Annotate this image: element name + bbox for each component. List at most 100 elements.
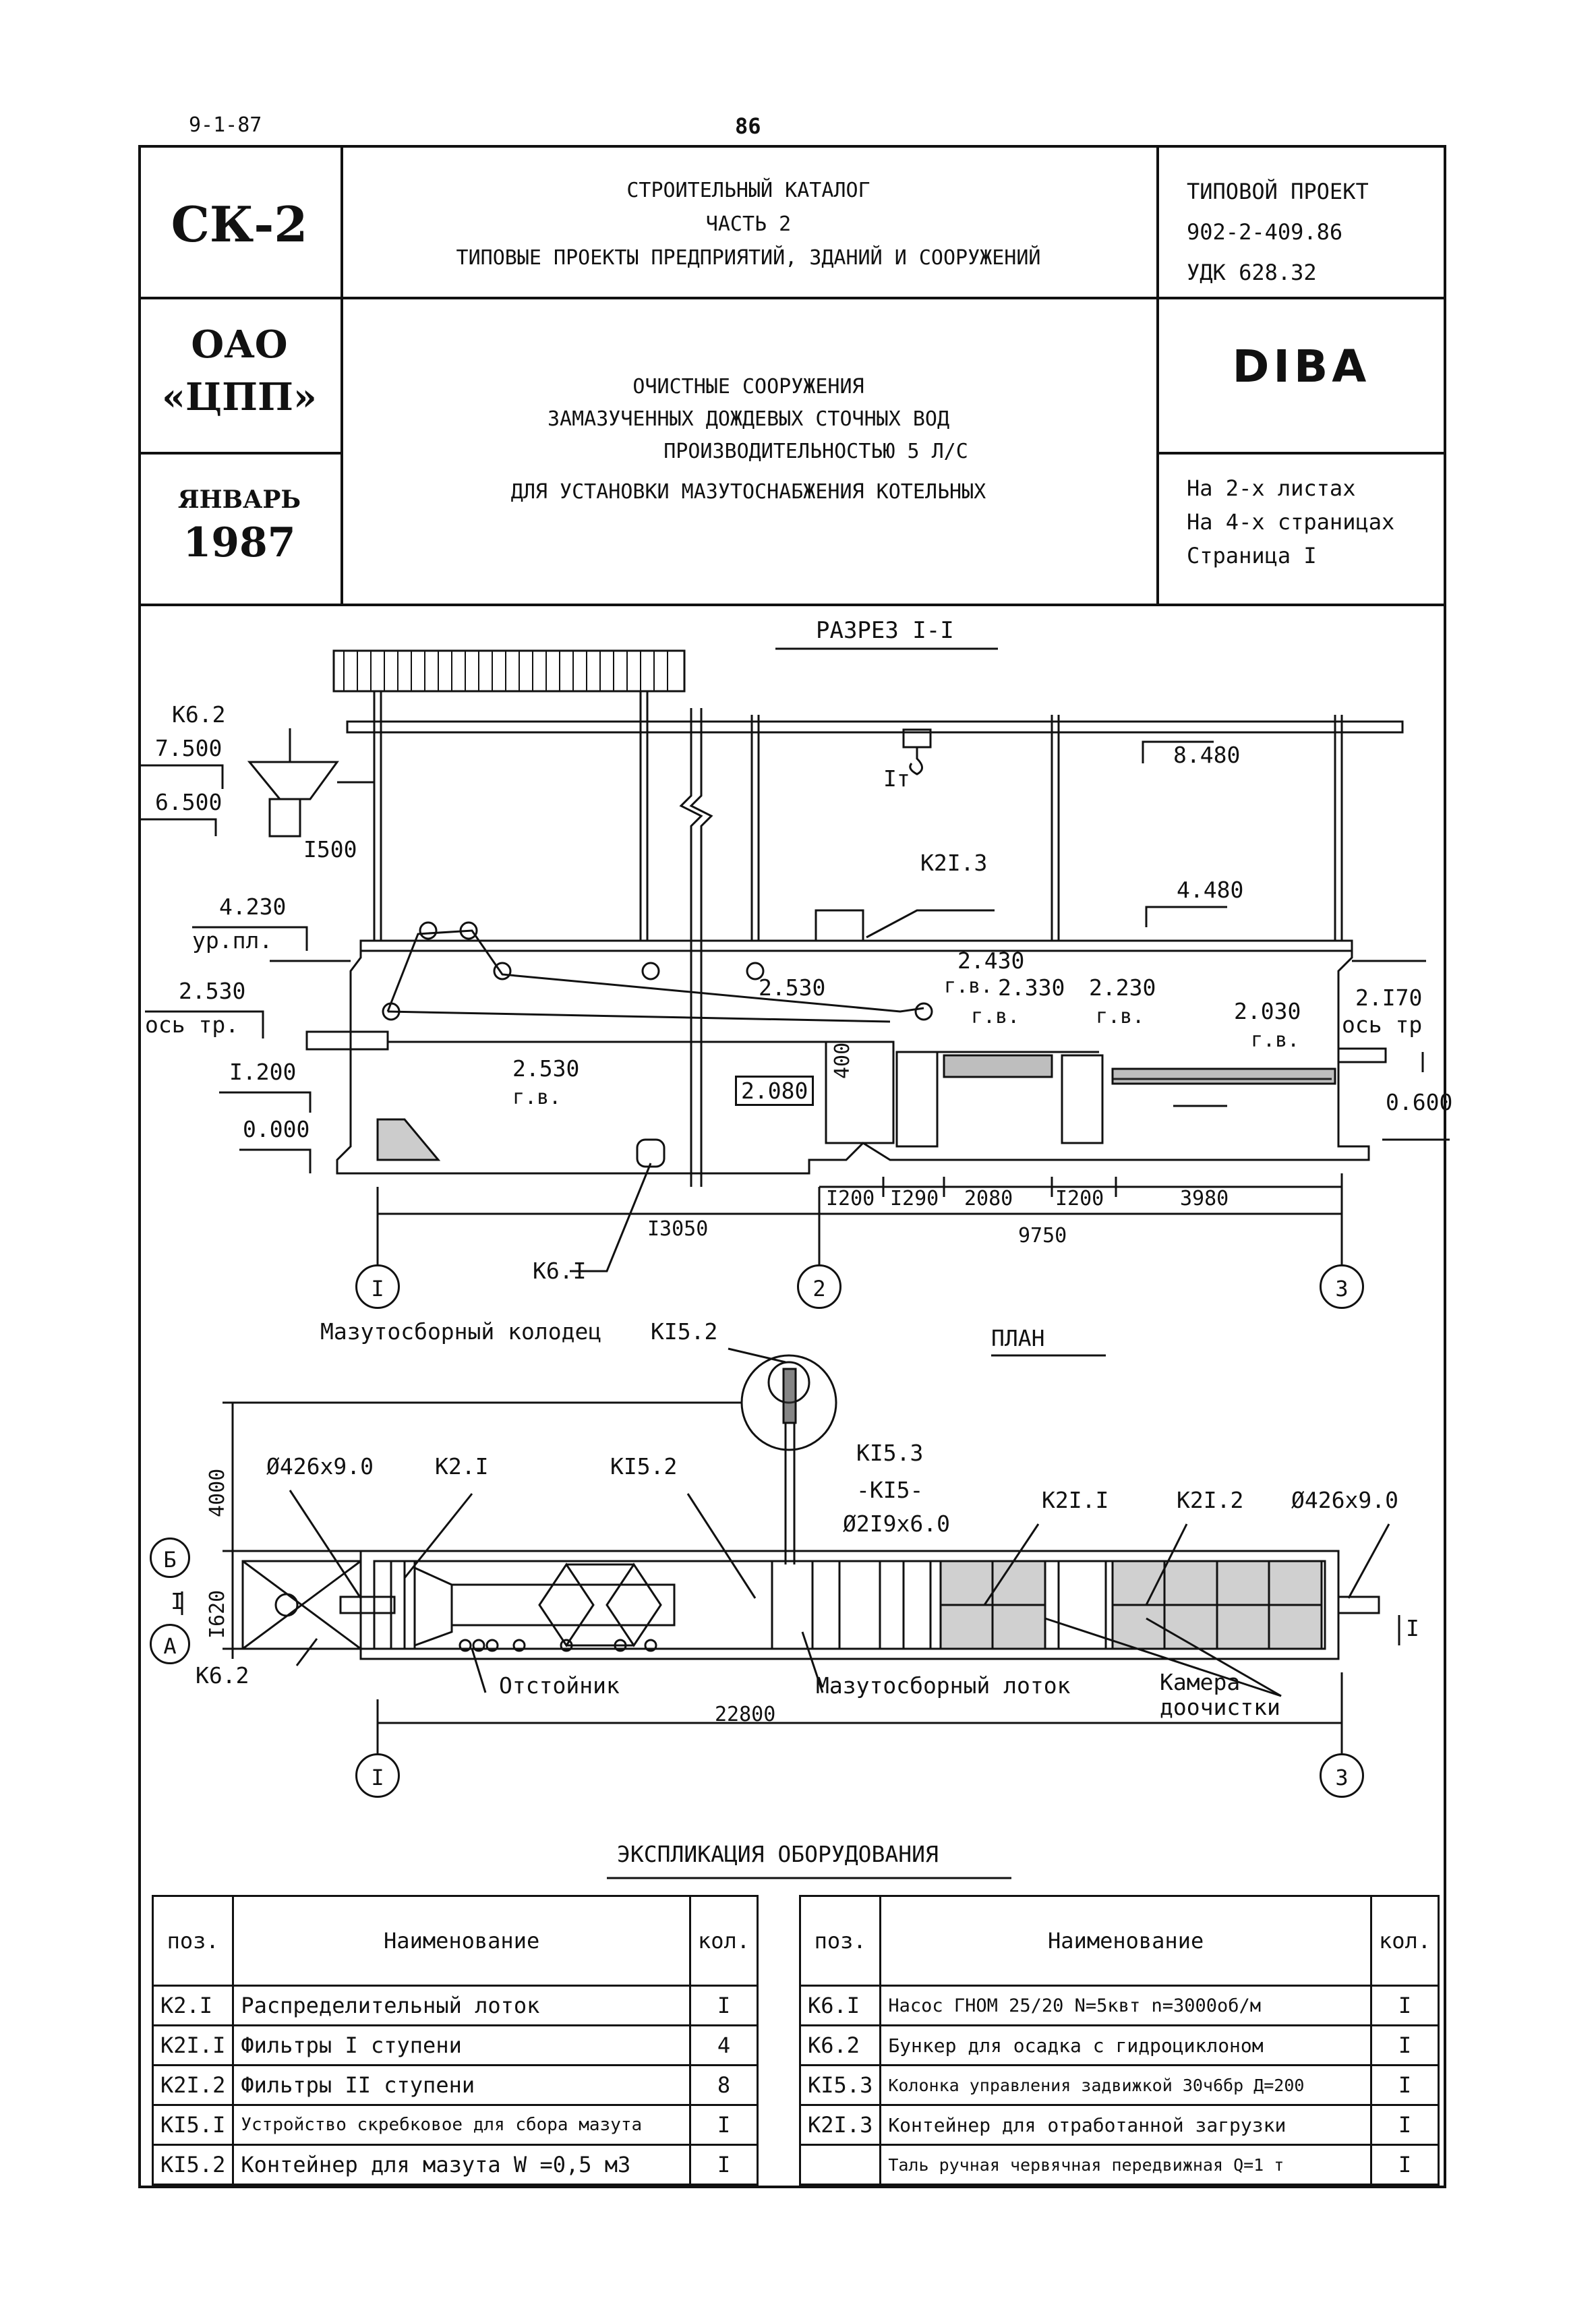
cell-pos: К6.I <box>798 1985 882 2026</box>
cell-qty: I <box>688 2144 759 2186</box>
label-gv5: г.в. <box>1251 1028 1300 1052</box>
cell-qty: I <box>1369 2144 1440 2186</box>
header-col-2 <box>1156 145 1159 606</box>
col-qty: кол. <box>1369 1895 1440 1987</box>
catalog-line3: ТИПОВЫЕ ПРОЕКТЫ ПРЕДПРИЯТИЙ, ЗДАНИЙ И СО… <box>456 246 1041 270</box>
dim-1200b: I200 <box>1055 1187 1104 1210</box>
col-name: Наименование <box>879 1895 1372 1987</box>
axis-marker-2: 2 <box>797 1264 841 1309</box>
hoist-hook <box>909 747 923 775</box>
label-gv1: г.в. <box>944 974 993 998</box>
pump <box>636 1138 666 1168</box>
dim-3980: 3980 <box>1180 1187 1229 1210</box>
axis-marker-3: 3 <box>1320 1264 1364 1309</box>
dim-13050: I3050 <box>647 1217 709 1241</box>
sheet-frame <box>138 145 1446 2188</box>
label-1500: I500 <box>303 836 357 862</box>
label-2530-mid: 2.530 <box>759 974 826 1001</box>
label-2430: 2.430 <box>957 947 1025 974</box>
canopy-roof <box>332 649 686 693</box>
container-k213 <box>815 909 864 942</box>
label-ostr-right: ось тр <box>1342 1012 1423 1038</box>
roof-hatch <box>343 651 668 691</box>
header-col-1 <box>341 145 343 606</box>
title-line1: ОЧИСТНЫЕ СООРУЖЕНИЯ <box>632 375 864 399</box>
label-k211: К2I.I <box>1042 1487 1109 1513</box>
cell-name: Насос ГНОМ 25/20 N=5квт n=3000об/м <box>879 1985 1372 2026</box>
cut-mark-right: I <box>1406 1615 1419 1641</box>
break-line <box>679 708 703 1187</box>
org-line1: ОАО <box>191 322 288 367</box>
project-number: 902-2-409.86 <box>1187 219 1343 245</box>
cell-qty: I <box>688 2104 759 2146</box>
cell-qty: 8 <box>688 2064 759 2106</box>
label-hoist: Iт <box>883 765 910 792</box>
sheets-count: На 2-х листах <box>1187 475 1356 501</box>
header-bottom-rule <box>138 604 1446 606</box>
cell-pos: К2.I <box>151 1985 235 2026</box>
label-k21: К2.I <box>435 1453 489 1480</box>
catalog-info: СТРОИТЕЛЬНЫЙ КАТАЛОГ ЧАСТЬ 2 ТИПОВЫЕ ПРО… <box>344 174 1153 275</box>
col-pos: поз. <box>151 1895 235 1987</box>
label-gv3: г.в. <box>1096 1005 1145 1028</box>
label-k152-top: КI5.2 <box>651 1318 718 1345</box>
header-right-rule <box>1156 452 1446 455</box>
title-line4: ДЛЯ УСТАНОВКИ МАЗУТОСНАБЖЕНИЯ КОТЕЛЬНЫХ <box>510 480 986 504</box>
cell-name: Фильтры II ступени <box>232 2064 691 2106</box>
sediment <box>376 1118 441 1161</box>
label-k153: КI5.3 <box>856 1440 924 1466</box>
axis-marker-b: Б <box>150 1538 190 1578</box>
label-1200: I.200 <box>229 1059 297 1085</box>
label-k212: К2I.2 <box>1177 1487 1244 1513</box>
header-left-rule <box>138 452 341 455</box>
header-rule <box>138 297 1446 299</box>
cell-name: Фильтры I ступени <box>232 2024 691 2066</box>
code-box: DIBA <box>1232 341 1371 392</box>
axis-marker-1: I <box>355 1264 400 1309</box>
page-number: 86 <box>735 113 761 139</box>
cell-pos: КI5.3 <box>798 2064 882 2106</box>
year: 1987 <box>183 519 296 566</box>
plan-title: ПЛАН <box>991 1325 1045 1351</box>
cell-qty: I <box>1369 1985 1440 2026</box>
label-k61: К6.I <box>533 1258 587 1284</box>
label-gv2: г.в. <box>971 1005 1020 1028</box>
label-7500: 7.500 <box>155 735 223 761</box>
label-2530-left: 2.530 <box>179 978 246 1004</box>
udk: УДК 628.32 <box>1187 260 1317 285</box>
label-chamber-1: Камера <box>1160 1669 1241 1695</box>
label-ostr: ось тр. <box>145 1012 239 1038</box>
dim-2080: 2080 <box>964 1187 1013 1210</box>
label-settler: Отстойник <box>499 1672 620 1699</box>
label-0600: 0.600 <box>1386 1089 1453 1115</box>
tank-outline <box>336 939 1370 1175</box>
label-pipe426-left: Ø426x9.0 <box>266 1453 374 1480</box>
filter-stage2 <box>1111 1067 1336 1085</box>
outlet-pipe <box>1337 1047 1387 1063</box>
label-2080: 2.080 <box>735 1076 815 1106</box>
dim-1620: I620 <box>206 1589 229 1639</box>
project-label: ТИПОВОЙ ПРОЕКТ <box>1187 179 1369 204</box>
label-k152: КI5.2 <box>610 1453 678 1480</box>
label-urpl: ур.пл. <box>192 927 273 954</box>
cell-pos: К6.2 <box>798 2024 882 2066</box>
table-header-row: поз. Наименование кол. <box>151 1895 759 1987</box>
cell-qty: 4 <box>688 2024 759 2066</box>
catalog-line1: СТРОИТЕЛЬНЫЙ КАТАЛОГ <box>626 179 870 202</box>
label-2170: 2.I70 <box>1355 985 1423 1011</box>
tray-chamber <box>825 1041 895 1144</box>
cell-qty: I <box>1369 2064 1440 2106</box>
dim-1290: I290 <box>890 1187 939 1210</box>
catalog-line2: ЧАСТЬ 2 <box>705 212 792 236</box>
label-2030: 2.030 <box>1234 998 1301 1024</box>
label-pipe426-right: Ø426x9.0 <box>1291 1487 1398 1513</box>
scraper-frame-1 <box>538 1562 595 1647</box>
equipment-title: ЭКСПЛИКАЦИЯ ОБОРУДОВАНИЯ <box>617 1841 939 1867</box>
